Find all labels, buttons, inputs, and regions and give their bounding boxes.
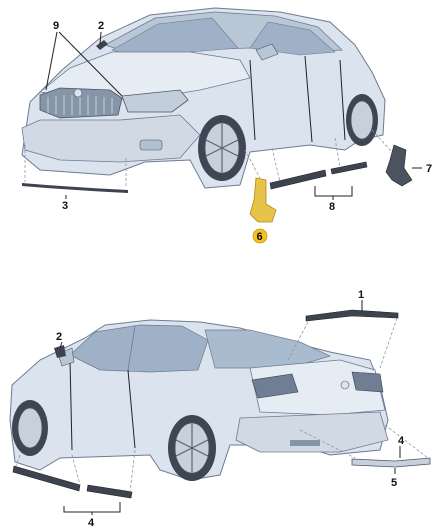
callout-2-bottom: 2 bbox=[56, 331, 62, 343]
part-2-bottom-mirror-cap bbox=[54, 345, 66, 358]
callout-7: 7 bbox=[426, 163, 432, 175]
part-1-roof-spoiler bbox=[305, 309, 399, 322]
callout-6-highlight-badge: 6 bbox=[252, 228, 268, 244]
top-projection-lines bbox=[24, 129, 393, 188]
part-4-side-sill-strips bbox=[12, 465, 133, 499]
part-2-top-small-piece bbox=[96, 40, 108, 50]
callout-4-bottom: 4 bbox=[88, 517, 95, 529]
callout-2-top: 2 bbox=[98, 20, 104, 32]
front-car-illustration bbox=[21, 7, 386, 189]
callout-3: 3 bbox=[62, 200, 68, 212]
callout-1: 1 bbox=[358, 289, 364, 301]
part-6-front-mudflap-highlighted bbox=[249, 177, 277, 223]
bottom-projection-lines bbox=[15, 317, 429, 493]
callout-5: 5 bbox=[391, 477, 397, 489]
top-leader-lines bbox=[45, 31, 422, 200]
callout-4-right: 4 bbox=[398, 435, 405, 447]
part-3-front-trim-strip bbox=[22, 183, 128, 193]
bottom-leader-lines bbox=[59, 300, 401, 515]
part-8-side-sill-strips bbox=[269, 161, 368, 190]
part-7-rear-mudflap bbox=[385, 144, 413, 187]
part-5-rear-bumper-trim bbox=[351, 457, 431, 468]
callout-6: 6 bbox=[257, 231, 263, 243]
rear-car-illustration bbox=[9, 319, 389, 481]
callout-8: 8 bbox=[329, 201, 335, 213]
callout-9: 9 bbox=[53, 20, 59, 32]
